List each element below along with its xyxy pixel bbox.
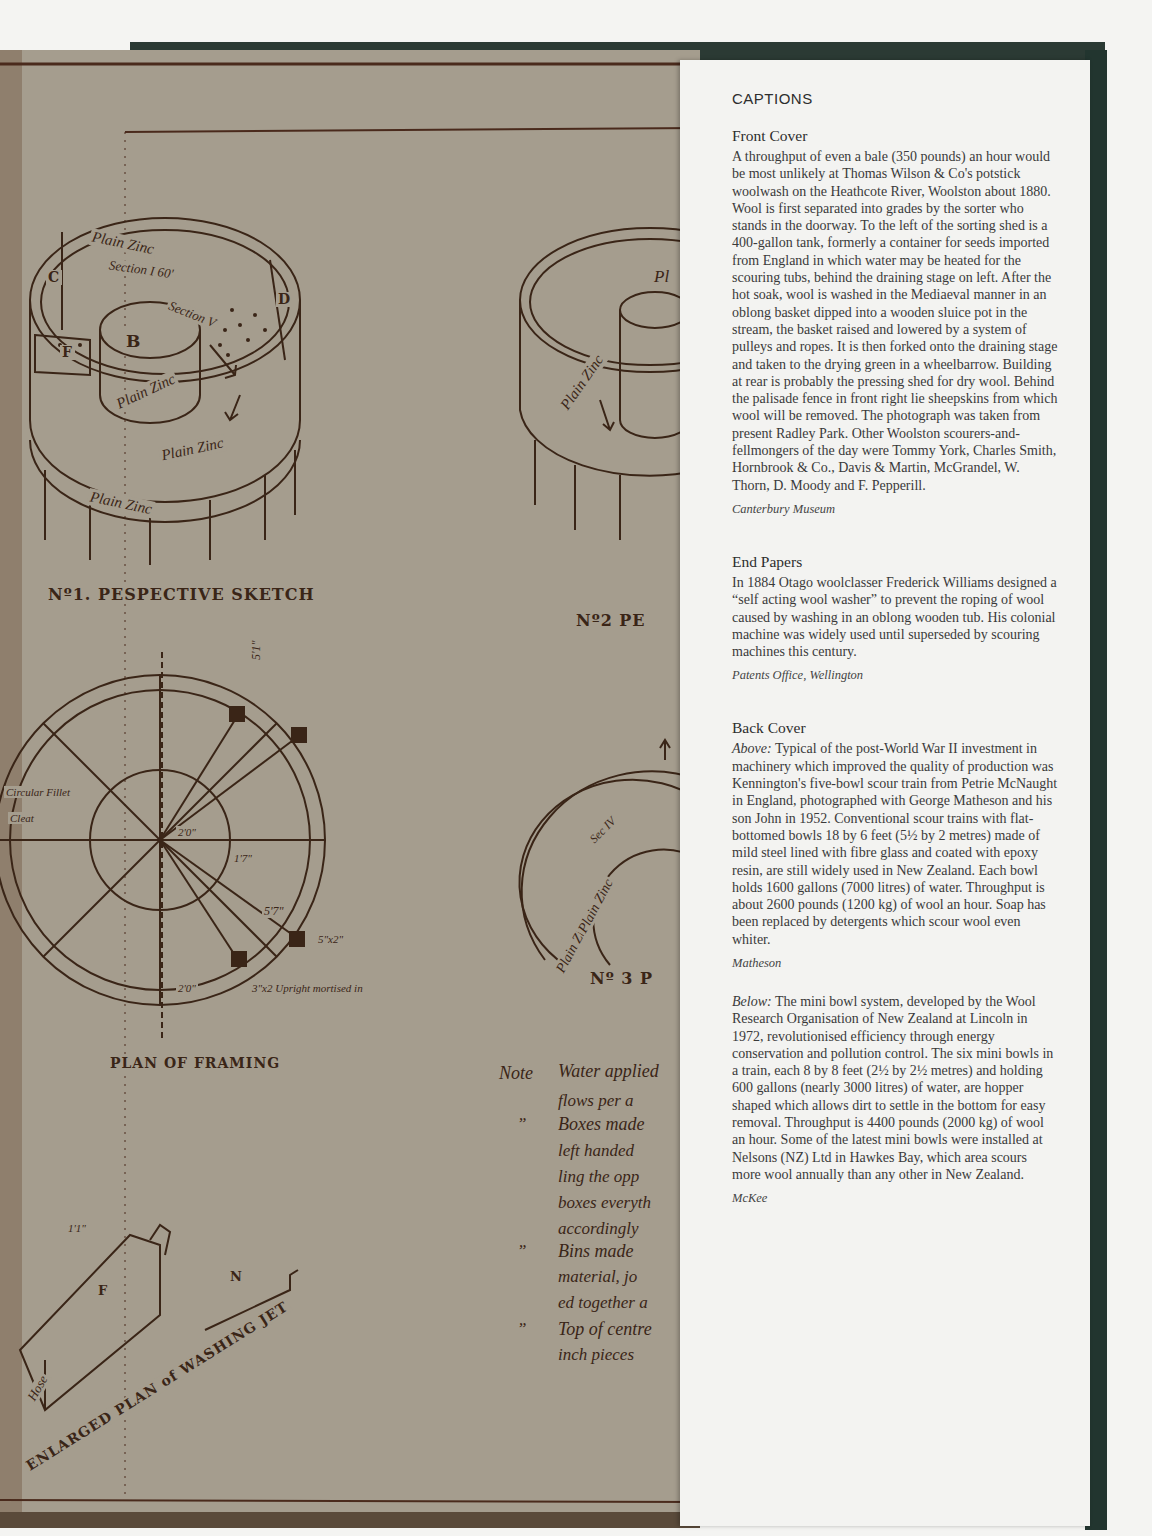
caption-block: Below: The mini bowl system, developed b… [732,993,1058,1183]
drawing-label: Top of centre [556,1320,654,1340]
drawing-label: F [96,1284,110,1298]
page-edge [0,1512,700,1528]
border-line [0,63,700,66]
drawing-label: F [60,345,75,360]
drawing-label: D [276,292,293,307]
caption-paragraph: Typical of the post-World War II investm… [732,741,1057,946]
drawing-label: 2'0" [176,982,198,994]
drawing-label: 5"x2" [316,933,345,945]
drawing-label: ” [515,1115,528,1134]
position-note: Below: [732,994,772,1009]
caption-sheet: CAPTIONS Front Cover A throughput of even … [680,60,1090,1526]
drawing-label: Bins made [556,1242,636,1262]
section-heading: Back Cover [732,719,1058,737]
drawing-label: Nº 3 P [588,970,655,988]
drawing-label: 1'7" [232,852,254,864]
drawing-label: N [228,1270,245,1284]
drawing-label: C [46,270,62,285]
caption-paragraph: In 1884 Otago woolclasser Frederick Will… [732,574,1058,660]
drawing-label: Circular Fillet [4,786,72,798]
position-note: Above: [732,741,772,756]
drawing-label: left handed [556,1142,636,1161]
source-credit: McKee [732,1191,1058,1206]
drawing-label: ” [515,1320,528,1339]
drawing-label: 5'7" [262,905,286,918]
drawing-label: Cleat [8,812,36,824]
drawing-label: 3"x2 Upright mortised in [250,982,365,994]
sketch-three [519,740,700,965]
drawing-label: PLAN OF FRAMING [108,1056,282,1071]
drawing-label: Nº2 PE [574,612,648,630]
drawing-label: boxes everyth [556,1194,653,1213]
drawing-label: ed together a [556,1294,650,1313]
drawing-label: 2'0" [176,826,198,838]
sketch-one-dots [58,308,267,357]
border-line [125,128,700,132]
source-credit: Patents Office, Wellington [732,668,1058,683]
drawing-label: ling the opp [556,1168,641,1187]
drawing-label: Pl [652,268,671,287]
sheet-heading: CAPTIONS [732,90,1058,107]
endpaper [0,50,700,1528]
sketch-one [30,218,300,565]
drawing-label: material, jo [556,1268,639,1287]
section-heading: End Papers [732,553,1058,571]
caption-block: Above: Typical of the post-World War II … [732,740,1058,948]
drawing-label: 1'1" [66,1222,88,1234]
drawing-label: Nº1. PESPECTIVE SKETCH [46,586,317,604]
drawing-label: ” [515,1242,528,1261]
drawing-label: B [124,332,143,351]
border-line [0,1500,700,1502]
drawing-label: Note [497,1064,535,1084]
drawing-label: Boxes made [556,1115,646,1135]
section-heading: Front Cover [732,127,1058,145]
source-credit: Canterbury Museum [732,502,1058,517]
drawing-label: inch pieces [556,1346,636,1365]
caption-paragraph: A throughput of even a bale (350 pounds)… [732,148,1058,494]
caption-paragraph: The mini bowl system, developed by the W… [732,994,1053,1182]
drawing-label: flows per a [556,1092,636,1111]
drawing-label: 5'1" [250,638,263,662]
source-credit: Matheson [732,956,1058,971]
drawing-label: accordingly [556,1220,641,1239]
drawing-label: Water applied [556,1062,661,1082]
